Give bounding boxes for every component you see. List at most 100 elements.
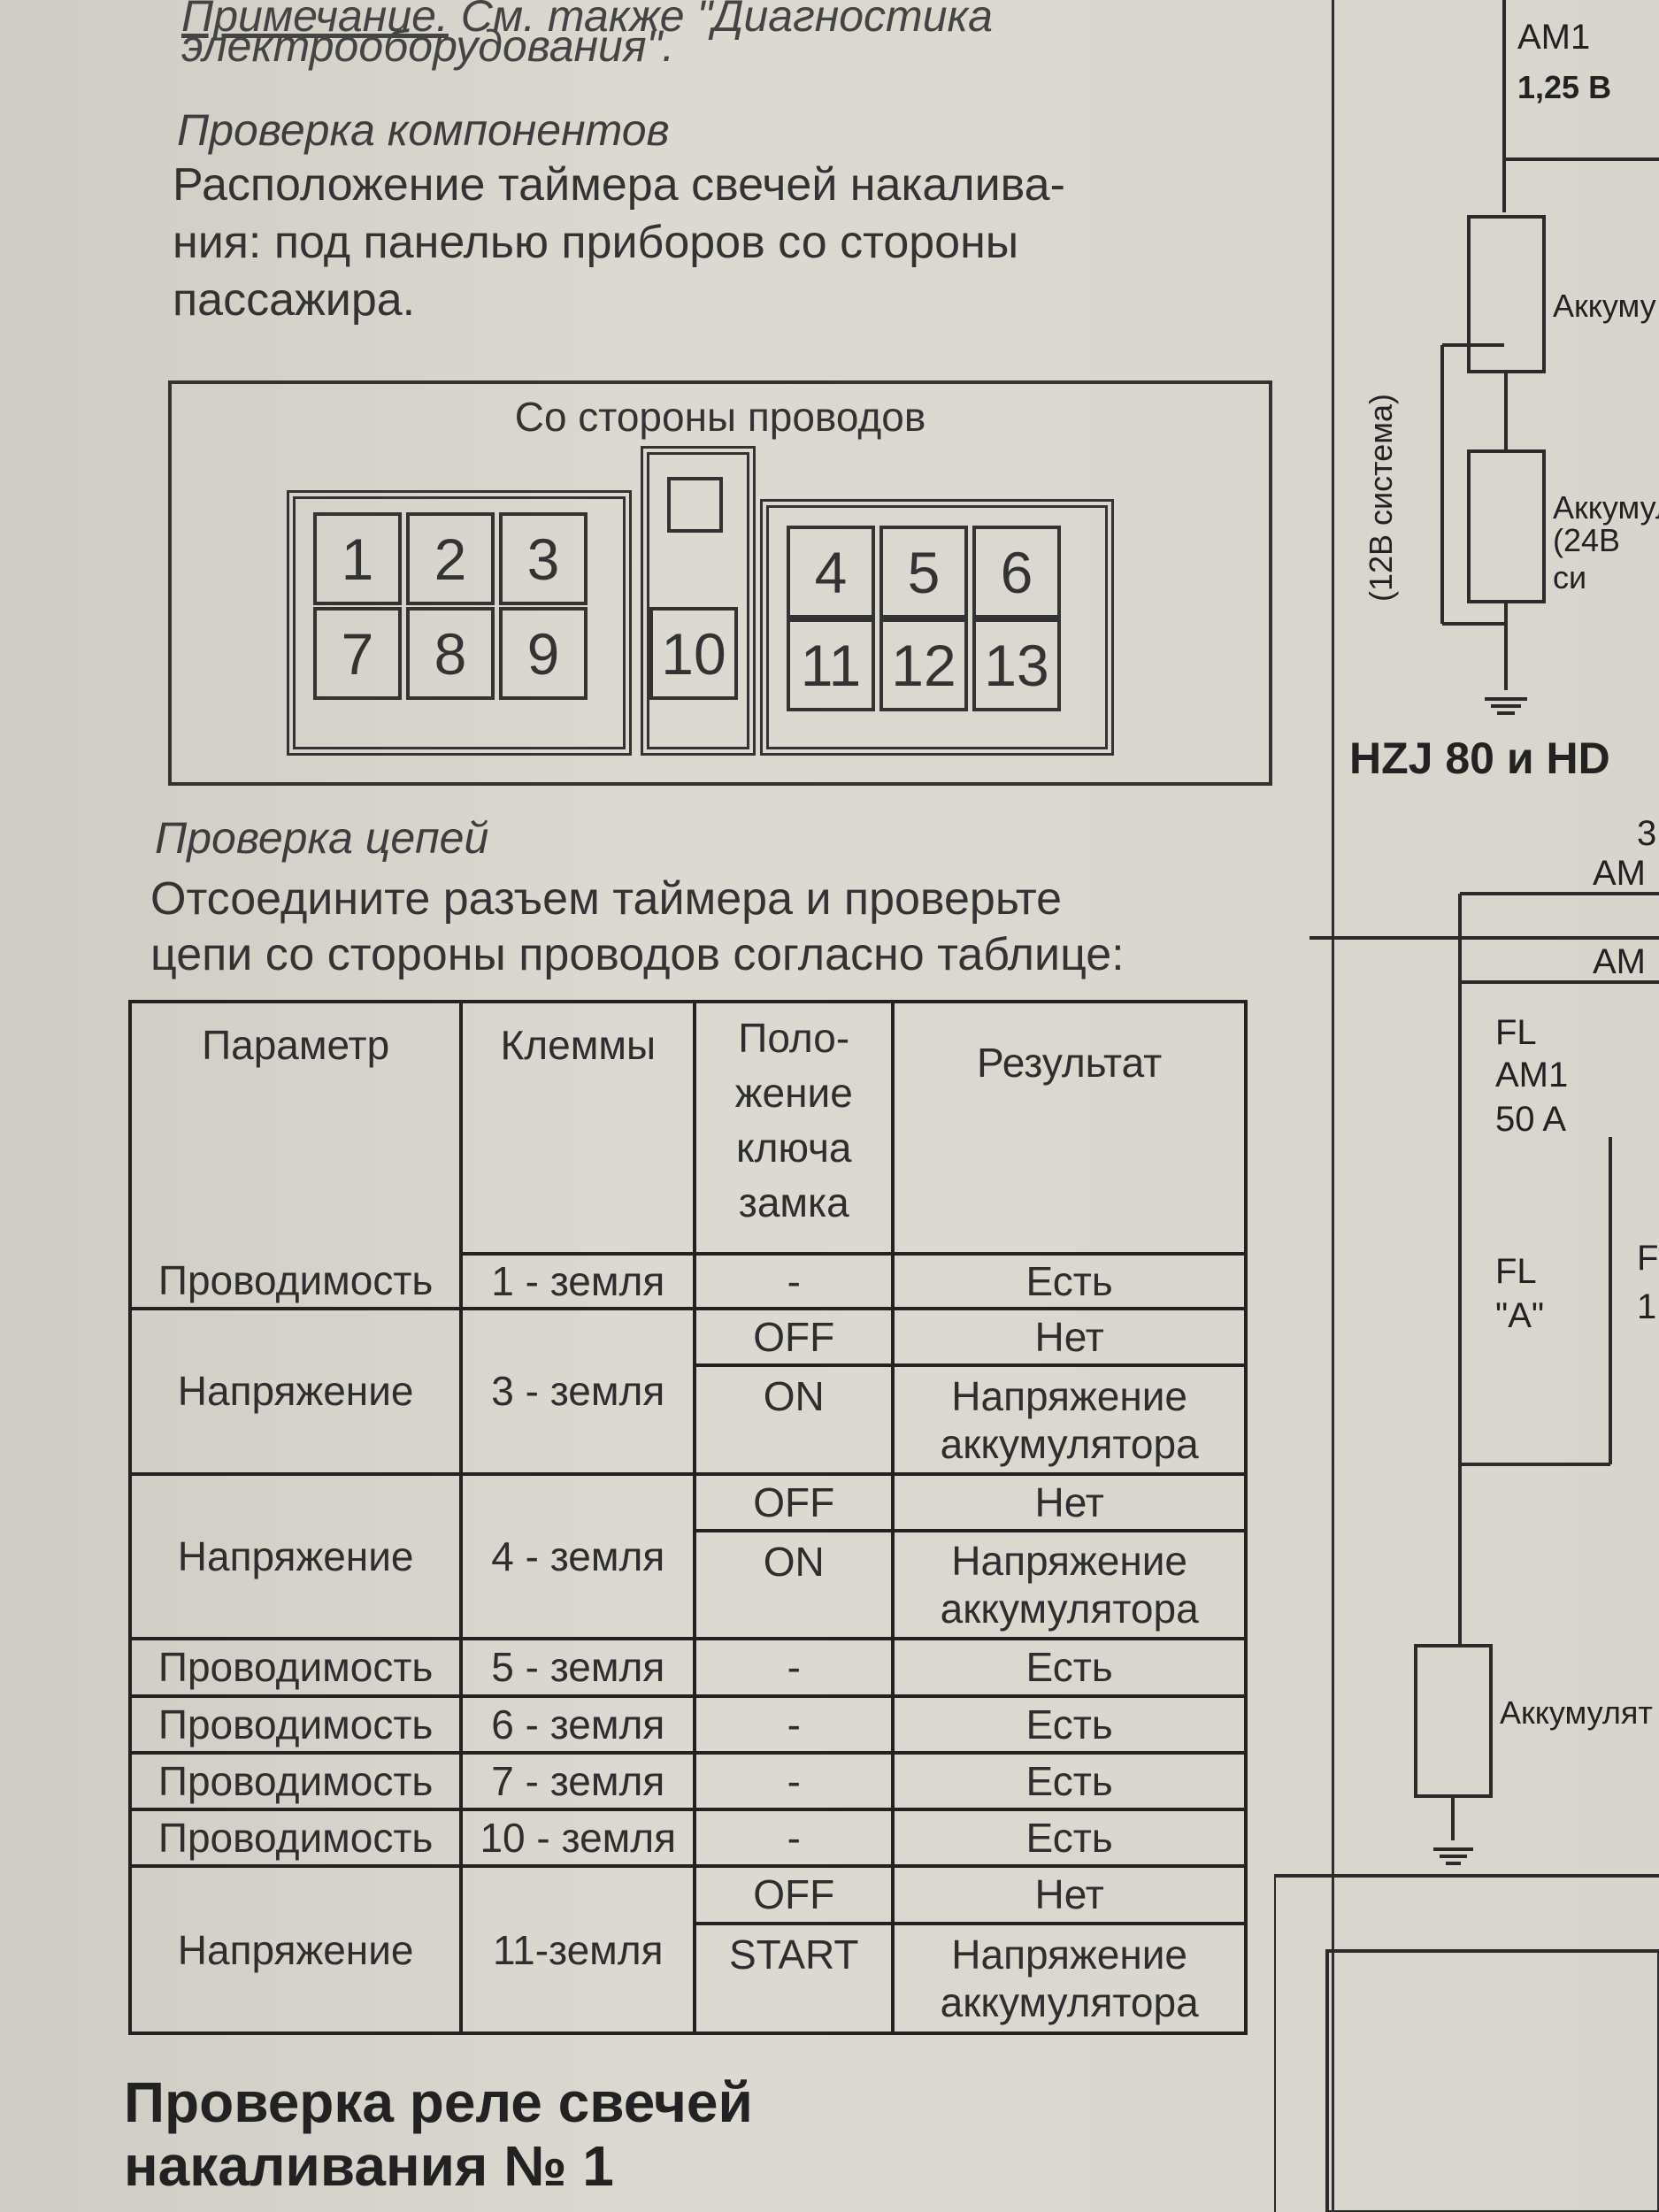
connector-block-left	[287, 490, 632, 756]
row2-result-on: Напряжение аккумулятора	[891, 1363, 1248, 1476]
connector-diagram: Со стороны проводов 1 2 3 7 8 9 10 4 5 6…	[168, 380, 1272, 786]
column-divider	[1332, 0, 1334, 2212]
row1-result: Есть	[891, 1252, 1248, 1311]
pin-11: 11	[787, 618, 875, 711]
row1-terminals: 1 - земля	[459, 1252, 697, 1311]
label-am1-top: AM1	[1517, 18, 1591, 57]
connector-title: Со стороны проводов	[514, 394, 926, 440]
note-text-1: См. также "Диагностика	[448, 0, 993, 41]
row4-terminals: 5 - земля	[459, 1637, 697, 1698]
row4-key: -	[693, 1637, 895, 1698]
pin-13: 13	[972, 618, 1061, 711]
label-battery-1: Аккуму	[1553, 288, 1656, 324]
table-row: Проводимость 1 - земля - Есть	[127, 1252, 1248, 1311]
header-param: Параметр	[127, 999, 464, 1255]
component-check-line1: Расположение таймера свечей накалива-	[173, 159, 1065, 211]
row5-terminals: 6 - земля	[459, 1694, 697, 1755]
pin-6: 6	[972, 526, 1061, 618]
pin-1: 1	[313, 512, 402, 605]
table-row: Проводимость 6 - земля - Есть	[127, 1694, 1248, 1755]
row2-key-off: OFF	[693, 1307, 895, 1368]
table-row: Проводимость 5 - земля - Есть	[127, 1637, 1248, 1698]
wiring-lines	[1274, 0, 1659, 2212]
table-row: ON Напряжение аккумулятора	[130, 1528, 1248, 1641]
row8-terminals: 11-земля	[459, 1864, 697, 2035]
connector-block-right	[760, 499, 1114, 756]
circuit-check-heading: Проверка цепей	[155, 813, 489, 863]
row2-key-on: ON	[693, 1363, 895, 1476]
table-row: Напряжение 3 - земля OFF Нет	[127, 1307, 1248, 1476]
check-table: Параметр Клеммы Поло- жение ключа замка …	[127, 999, 1248, 2036]
header-key-position: Поло- жение ключа замка	[693, 999, 895, 1256]
header-terminals: Клеммы	[459, 999, 697, 1256]
label-24v-system: (24В си	[1553, 522, 1621, 595]
pin-8: 8	[406, 607, 495, 700]
label-battery-2: Аккумул	[1553, 489, 1659, 526]
row3-key-on: ON	[693, 1528, 895, 1641]
component-check-line2: ния: под панелью приборов со стороны	[173, 217, 1019, 268]
circuit-check-line2: цепи со стороны проводов согласно таблиц…	[150, 929, 1125, 980]
note-text-2: электрооборудования".	[181, 21, 675, 71]
row1-param: Проводимость	[127, 1254, 464, 1311]
section-title-line1: Проверка реле свечей	[124, 2070, 753, 2134]
table-row: ON Напряжение аккумулятора	[130, 1363, 1248, 1476]
label-fl-right: F	[1637, 1239, 1659, 1278]
label-3: 3	[1637, 814, 1657, 853]
circuit-check-line1: Отсоедините разъем таймера и проверьте	[150, 873, 1062, 925]
label-am1-voltage: 1,25 В	[1517, 69, 1612, 105]
pin-9: 9	[499, 607, 588, 700]
row1-key: -	[693, 1252, 895, 1311]
row5-result: Есть	[891, 1694, 1248, 1755]
row2-result-off: Нет	[891, 1307, 1248, 1368]
row7-param: Проводимость	[127, 1808, 464, 1869]
row4-param: Проводимость	[127, 1637, 464, 1698]
label-fl-am1-3: 50 A	[1495, 1100, 1567, 1139]
row3-key-off: OFF	[693, 1471, 895, 1532]
model-title: HZJ 80 и HD	[1349, 733, 1610, 783]
row5-param: Проводимость	[127, 1694, 464, 1755]
row8-result-off: Нет	[891, 1864, 1248, 1925]
row7-result: Есть	[891, 1808, 1248, 1869]
table-row: Проводимость 7 - земля - Есть	[127, 1750, 1248, 1812]
pin-4: 4	[787, 526, 875, 618]
row2-param: Напряжение	[127, 1307, 464, 1476]
note-label: Примечание.	[181, 0, 449, 41]
row4-result: Есть	[891, 1637, 1248, 1698]
row6-terminals: 7 - земля	[459, 1750, 697, 1812]
table-row: Проводимость 10 - земля - Есть	[127, 1808, 1248, 1869]
table-row: Напряжение 4 - земля OFF Нет	[127, 1471, 1248, 1641]
row8-param: Напряжение	[127, 1864, 464, 2035]
row3-result-off: Нет	[891, 1471, 1248, 1532]
label-am-b: AM	[1593, 942, 1646, 981]
row6-result: Есть	[891, 1750, 1248, 1812]
pin-2: 2	[406, 512, 495, 605]
label-fl-a-1: FL	[1495, 1252, 1537, 1291]
row8-key-off: OFF	[693, 1864, 895, 1925]
pin-5: 5	[879, 526, 968, 618]
section-title: Проверка реле свечей накаливания № 1	[124, 2070, 753, 2198]
pin-10: 10	[649, 607, 738, 700]
row6-param: Проводимость	[127, 1750, 464, 1812]
pin-3: 3	[499, 512, 588, 605]
label-fl-am1-1: FL	[1495, 1013, 1537, 1052]
pin-7: 7	[313, 607, 402, 700]
row6-key: -	[693, 1750, 895, 1812]
connector-latch	[667, 477, 723, 533]
row5-key: -	[693, 1694, 895, 1755]
row3-terminals: 4 - земля	[459, 1471, 697, 1641]
row7-key: -	[693, 1808, 895, 1869]
table-row: Напряжение 11-земля OFF Нет	[127, 1864, 1248, 2035]
table-row: START Напряжение аккумулятора	[130, 1921, 1248, 2036]
table-header-row: Параметр Клеммы Поло- жение ключа замка …	[127, 999, 1248, 1256]
component-check-line3: пассажира.	[173, 274, 416, 326]
label-fl-am1-2: AM1	[1495, 1056, 1569, 1094]
label-battery-3: Аккумулят	[1500, 1694, 1653, 1731]
row8-key-start: START	[693, 1921, 895, 2036]
label-12v-system: (12В система)	[1363, 393, 1399, 602]
row3-result-on: Напряжение аккумулятора	[891, 1528, 1248, 1641]
header-result: Результат	[891, 999, 1248, 1256]
wiring-schematic: AM1 1,25 В Аккуму (12В система) Аккумул …	[1274, 0, 1659, 2212]
row3-param: Напряжение	[127, 1471, 464, 1641]
label-fl-right-2: 1.	[1637, 1287, 1659, 1326]
